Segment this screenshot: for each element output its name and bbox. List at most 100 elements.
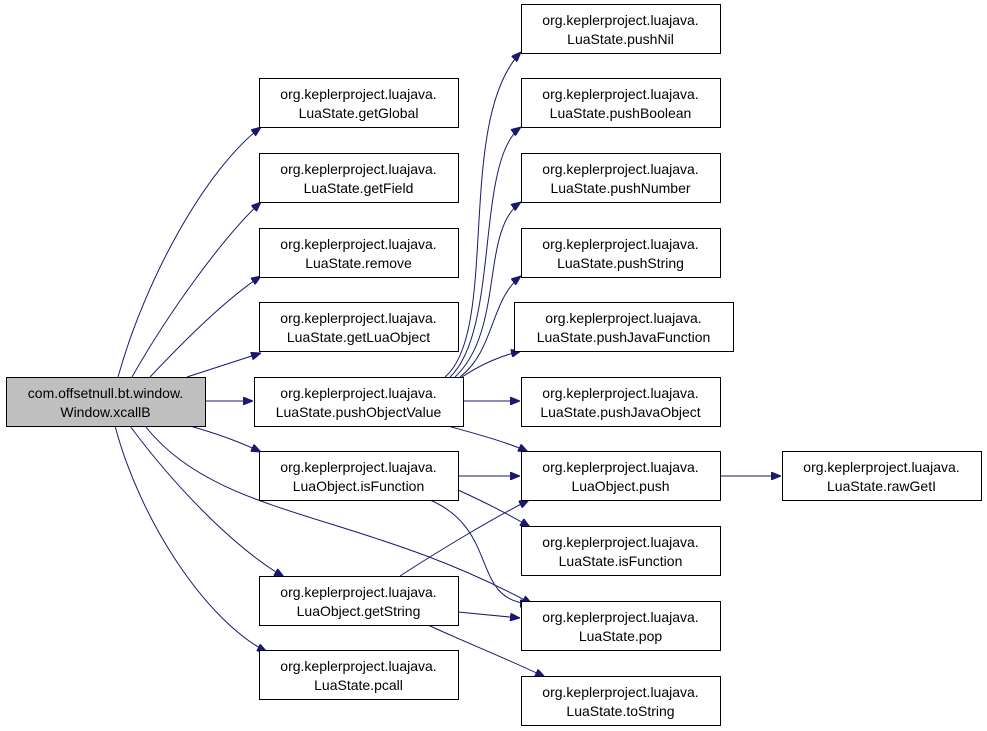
node-label-line2: LuaState.pop <box>579 628 663 644</box>
node-xcallB[interactable]: com.offsetnull.bt.window. Window.xcallB <box>6 377 206 427</box>
node-toString[interactable]: org.keplerproject.luajava. LuaState.toStr… <box>521 676 721 726</box>
node-push[interactable]: org.keplerproject.luajava. LuaObject.push <box>521 451 721 501</box>
node-label-line1: org.keplerproject.luajava. <box>542 236 698 252</box>
edge-isFunctionObj-to-pop <box>429 499 530 604</box>
node-getGlobal[interactable]: org.keplerproject.luajava. LuaState.getGl… <box>259 78 459 128</box>
node-label-line1: org.keplerproject.luajava. <box>280 86 436 102</box>
node-box[interactable] <box>521 676 721 726</box>
node-label-line2: LuaObject.isFunction <box>293 478 425 494</box>
node-label-line1: org.keplerproject.luajava. <box>280 310 436 326</box>
edges-layer <box>114 52 781 677</box>
edge-xcallB-to-pcall <box>114 425 267 652</box>
node-label-line2: LuaState.remove <box>305 255 412 271</box>
edge-pushObjectValue-to-push <box>447 425 528 452</box>
node-pushNil[interactable]: org.keplerproject.luajava. LuaState.pushN… <box>521 4 721 54</box>
node-label-line1: org.keplerproject.luajava. <box>280 161 436 177</box>
node-label-line2: LuaObject.push <box>571 478 669 494</box>
edge-pushObjectValue-to-pushBoolean <box>449 127 521 378</box>
node-box[interactable] <box>259 650 459 700</box>
node-getString[interactable]: org.keplerproject.luajava. LuaObject.getS… <box>259 576 459 626</box>
edge-xcallB-to-remove <box>149 276 261 378</box>
node-label-line2: LuaState.pushObjectValue <box>276 404 442 420</box>
edge-xcallB-to-getField <box>131 202 261 378</box>
node-label-line1: org.keplerproject.luajava. <box>542 534 698 550</box>
node-label-line1: org.keplerproject.luajava. <box>542 86 698 102</box>
node-box[interactable] <box>521 451 721 501</box>
node-pushString[interactable]: org.keplerproject.luajava. LuaState.pushS… <box>521 228 721 278</box>
node-label-line2: LuaState.isFunction <box>559 553 683 569</box>
node-box[interactable] <box>6 377 206 427</box>
node-box[interactable] <box>521 601 721 651</box>
node-box[interactable] <box>521 526 721 576</box>
node-label-line2: LuaState.pushString <box>557 255 684 271</box>
node-label-line2: LuaState.pushNumber <box>550 180 690 196</box>
node-pop[interactable]: org.keplerproject.luajava. LuaState.pop <box>521 601 721 651</box>
node-label-line1: org.keplerproject.luajava. <box>280 459 436 475</box>
node-label-line1: org.keplerproject.luajava. <box>280 584 436 600</box>
edge-isFunctionObj-to-isFunctionState <box>457 489 530 527</box>
node-pushNumber[interactable]: org.keplerproject.luajava. LuaState.pushN… <box>521 153 721 203</box>
edge-getString-to-push <box>399 500 529 577</box>
edge-getString-to-pop <box>457 611 520 618</box>
nodes-layer: com.offsetnull.bt.window. Window.xcallB or… <box>6 4 982 726</box>
node-label-line2: LuaObject.getString <box>297 603 421 619</box>
node-label-line2: LuaState.pushJavaFunction <box>537 329 711 345</box>
node-label-line1: org.keplerproject.luajava. <box>542 684 698 700</box>
node-box[interactable] <box>521 78 721 128</box>
node-pcall[interactable]: org.keplerproject.luajava. LuaState.pcall <box>259 650 459 700</box>
node-box[interactable] <box>514 302 734 352</box>
node-remove[interactable]: org.keplerproject.luajava. LuaState.remov… <box>259 228 459 278</box>
node-label-line2: Window.xcallB <box>60 404 150 420</box>
edge-pushObjectValue-to-pushNumber <box>454 202 521 378</box>
node-box[interactable] <box>521 228 721 278</box>
edge-pushObjectValue-to-pushString <box>459 276 521 378</box>
node-box[interactable] <box>259 451 459 501</box>
node-label-line2: LuaState.getField <box>304 180 414 196</box>
node-label-line2: LuaState.pushBoolean <box>550 105 692 121</box>
node-pushJavaFunction[interactable]: org.keplerproject.luajava. LuaState.pushJ… <box>514 302 734 352</box>
node-box[interactable] <box>782 451 982 501</box>
node-label-line1: org.keplerproject.luajava. <box>280 658 436 674</box>
node-box[interactable] <box>259 576 459 626</box>
edge-pushObjectValue-to-pushJavaFunction <box>461 351 521 378</box>
node-box[interactable] <box>259 302 459 352</box>
node-label-line1: org.keplerproject.luajava. <box>542 385 698 401</box>
node-isFunctionObj[interactable]: org.keplerproject.luajava. LuaObject.isFu… <box>259 451 459 501</box>
node-getLuaObject[interactable]: org.keplerproject.luajava. LuaState.getLu… <box>259 302 459 352</box>
node-box[interactable] <box>259 228 459 278</box>
edge-xcallB-to-getLuaObject <box>186 353 261 378</box>
node-label-line1: org.keplerproject.luajava. <box>280 385 436 401</box>
node-box[interactable] <box>521 4 721 54</box>
node-label-line2: LuaState.pushNil <box>567 31 674 47</box>
node-box[interactable] <box>259 153 459 203</box>
node-pushBoolean[interactable]: org.keplerproject.luajava. LuaState.pushB… <box>521 78 721 128</box>
node-pushJavaObject[interactable]: org.keplerproject.luajava. LuaState.pushJ… <box>521 377 721 427</box>
node-rawGetI[interactable]: org.keplerproject.luajava.LuaState.rawGe… <box>782 451 982 501</box>
edge-xcallB-to-getString <box>129 425 284 577</box>
edge-xcallB-to-isFunctionObj <box>189 425 261 452</box>
node-label-line2: LuaState.getLuaObject <box>287 329 430 345</box>
node-box[interactable] <box>254 377 464 427</box>
node-label-line2: LuaState.getGlobal <box>299 105 419 121</box>
edge-pushObjectValue-to-pushNil <box>444 52 521 378</box>
edge-xcallB-to-pop <box>144 425 532 604</box>
node-isFunctionState[interactable]: org.keplerproject.luajava. LuaState.isFun… <box>521 526 721 576</box>
edge-xcallB-to-getGlobal <box>117 127 261 378</box>
node-label-line1: org.keplerproject.luajava. <box>280 236 436 252</box>
node-label-line2: LuaState.pcall <box>314 677 403 693</box>
node-label-line1: org.keplerproject.luajava. <box>545 310 701 326</box>
node-pushObjectValue[interactable]: org.keplerproject.luajava. LuaState.pushO… <box>254 377 464 427</box>
node-label-line1: org.keplerproject.luajava. <box>542 609 698 625</box>
node-box[interactable] <box>521 153 721 203</box>
node-label-line1: org.keplerproject.luajava. <box>542 12 698 28</box>
node-label-line1: org.keplerproject.luajava. <box>542 161 698 177</box>
node-getField[interactable]: org.keplerproject.luajava. LuaState.getFi… <box>259 153 459 203</box>
node-box[interactable] <box>521 377 721 427</box>
node-label-line1: com.offsetnull.bt.window. <box>28 385 183 401</box>
edge-getString-to-toString <box>427 624 545 677</box>
node-label-line2: LuaState.pushJavaObject <box>540 404 700 420</box>
node-label-line1: org.keplerproject.luajava. <box>542 459 698 475</box>
node-box[interactable] <box>259 78 459 128</box>
node-label-line2: LuaState.toString <box>566 703 674 719</box>
